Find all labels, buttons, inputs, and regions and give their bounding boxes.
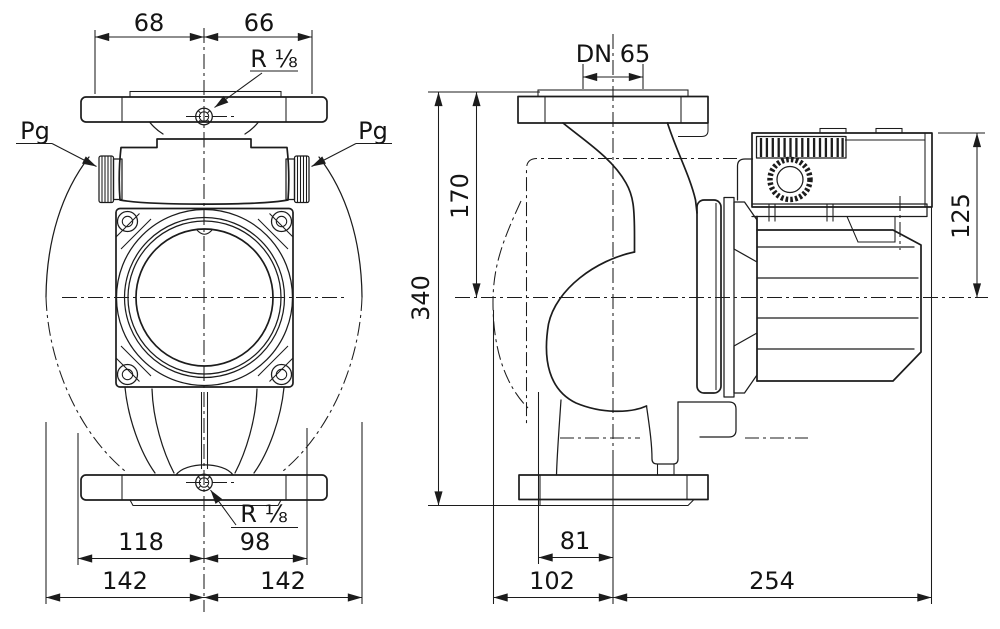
plug-bottom-label: R ⅛: [240, 500, 288, 528]
dim-340: 340: [407, 275, 435, 321]
flange-bolt-bottom-left: [116, 363, 139, 386]
front-dimensions: 68 66 118 98 142 142: [45, 9, 363, 604]
dim-top-right: 66: [244, 9, 275, 37]
gland-right-label: Pg: [358, 117, 388, 145]
front-top-flange: [80, 90, 328, 123]
front-motor-shell-outline: [45, 156, 363, 472]
dim-254: 254: [749, 567, 795, 595]
flange-bolt-top-left: [116, 210, 139, 233]
front-cable-gland-right: [285, 155, 310, 204]
side-motor: [751, 196, 928, 382]
dim-bottom-98: 98: [240, 528, 271, 556]
side-top-flange: [517, 89, 709, 124]
dim-125: 125: [947, 193, 975, 239]
side-terminal-box: [751, 127, 933, 208]
side-bottom-flange: [518, 474, 709, 507]
side-volute-body: [545, 122, 709, 476]
side-clamp-ring: [696, 158, 758, 398]
gland-left-leader: [51, 143, 97, 167]
front-top-plug: [186, 107, 236, 126]
dim-dn65: DN 65: [576, 40, 651, 68]
flange-bolt-bottom-right: [270, 363, 293, 386]
selector-knob: [767, 156, 813, 203]
dim-bottom-118: 118: [118, 528, 164, 556]
front-view: R ⅛ R ⅛ Pg Pg 68 66 118 98: [16, 9, 392, 612]
front-bottom-flange: [80, 474, 328, 507]
dim-bottom-142-right: 142: [260, 567, 306, 595]
front-cable-gland-left: [98, 155, 123, 204]
front-stator-housing: [118, 121, 290, 205]
side-support-foot: [645, 401, 737, 475]
side-dimensions: DN 65 340 170 125 81 102 254: [407, 40, 985, 604]
dim-170: 170: [446, 173, 474, 219]
gland-right-leader: [311, 143, 357, 167]
dim-102: 102: [529, 567, 575, 595]
plug-top-label: R ⅛: [250, 45, 298, 73]
front-annotations: R ⅛ R ⅛ Pg Pg: [16, 45, 392, 529]
flange-bolt-top-right: [270, 210, 293, 233]
side-view: DN 65 340 170 125 81 102 254: [407, 34, 988, 604]
gland-left-label: Pg: [20, 117, 50, 145]
front-pump-housing-circles: [115, 208, 294, 387]
front-centerlines: [62, 28, 347, 612]
plug-bottom-leader: [210, 489, 237, 526]
terminal-box-vents: [755, 135, 847, 159]
side-insulation-shell-phantom: [492, 157, 808, 439]
front-volute-bottom: [124, 386, 285, 476]
dim-top-left: 68: [134, 9, 165, 37]
front-bottom-plug: [186, 473, 236, 492]
dim-bottom-142-left: 142: [102, 567, 148, 595]
dim-81: 81: [560, 527, 591, 555]
plug-top-leader: [214, 72, 263, 108]
